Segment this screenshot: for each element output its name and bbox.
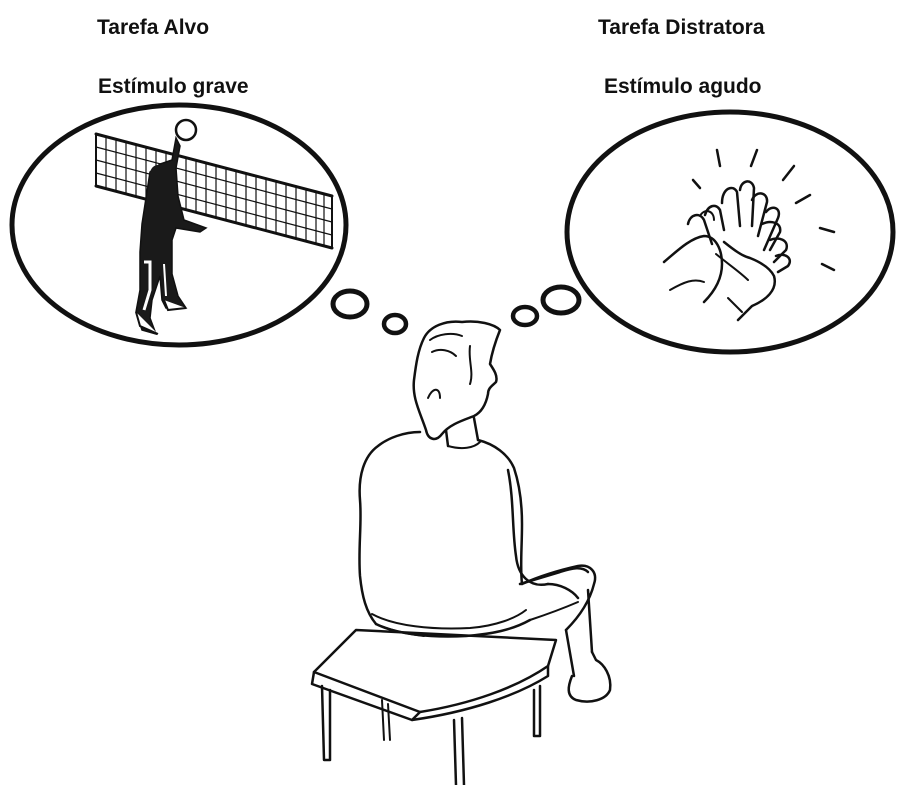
player-silhouette (135, 135, 208, 336)
volleyball-net (94, 132, 334, 250)
clapping-hands-icon (662, 148, 836, 322)
distractor-task-label: Tarefa Distratora (598, 16, 765, 39)
right-thought-bubble (564, 109, 896, 355)
volleyball-ball-icon (174, 118, 198, 142)
motion-lines (691, 148, 836, 272)
high-stimulus-label: Estímulo agudo (604, 75, 762, 98)
seated-person-illustration (310, 320, 612, 785)
bench (310, 623, 558, 785)
low-stimulus-label: Estímulo grave (98, 75, 249, 98)
target-task-label: Tarefa Alvo (97, 16, 210, 39)
right-trail-bubbles (510, 284, 582, 328)
left-thought-bubble (9, 102, 349, 348)
left-trail-bubbles (330, 288, 409, 336)
volleyball-player-icon (94, 118, 334, 336)
